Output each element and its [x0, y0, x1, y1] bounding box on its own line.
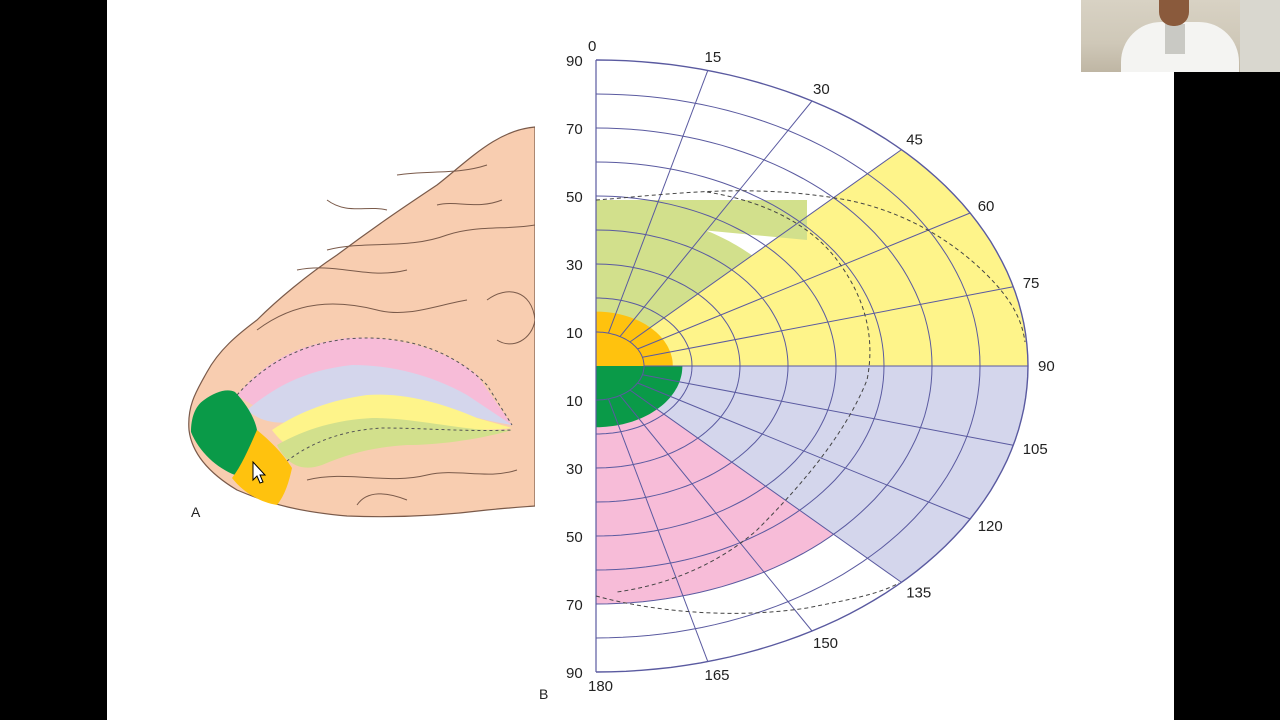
upper-peripheral-green-region: [596, 209, 753, 338]
lower-ecc-label-10: 10: [566, 393, 583, 410]
field-regions: [596, 149, 1028, 604]
lower-peripheral-lavender-region: [636, 366, 1028, 583]
meridian-label-60: 60: [978, 198, 995, 215]
upper-ecc-label-30: 30: [566, 257, 583, 274]
brain-illustration: [188, 120, 539, 518]
meridian-line-105: [642, 374, 1014, 446]
meridian-label-165: 165: [705, 667, 730, 684]
meridian-label-90: 90: [1038, 358, 1055, 375]
meridian-label-30: 30: [813, 81, 830, 98]
lower-ecc-label-90: 90: [566, 665, 583, 682]
meridian-line-135: [629, 389, 902, 583]
panel-b-label: B: [539, 686, 548, 702]
panel-a-label: A: [191, 504, 201, 520]
meridian-label-180: 180: [588, 678, 613, 695]
slide: A 0 15 30 45 60 75 90 105 120 135 150 165 180 90 70 50…: [107, 0, 1174, 720]
presenter-collar: [1165, 24, 1185, 54]
meridian-label-75: 75: [1023, 275, 1040, 292]
meridian-label-15: 15: [705, 49, 722, 66]
lower-peripheral-pink-region: [596, 394, 834, 604]
meridian-label-0: 0: [588, 38, 596, 55]
perimetry-chart: 0 15 30 45 60 75 90 105 120 135 150 165 180 90 70 50 30…: [566, 38, 1055, 695]
meridian-line-165: [607, 398, 709, 662]
eccentricity-labels: 90 70 50 30 10 10 30 50 70 90: [566, 53, 583, 682]
upper-green-cap: [596, 200, 807, 240]
presenter-head: [1159, 0, 1189, 26]
webcam-background: [1240, 0, 1280, 72]
upper-peripheral-yellow-region: [636, 149, 1028, 366]
meridian-line-75: [642, 286, 1014, 358]
meridian-label-105: 105: [1023, 441, 1048, 458]
occipital-pole-green: [191, 390, 257, 475]
midline-boundary-dashed: [616, 191, 871, 593]
lower-ecc-label-30: 30: [566, 461, 583, 478]
webcam-feed: [1081, 0, 1280, 72]
visual-field-diagram: A 0 15 30 45 60 75 90 105 120 135 150 165 180 90 70 50…: [188, 38, 1055, 702]
upper-ecc-label-70: 70: [566, 121, 583, 138]
meridian-line-60: [637, 212, 971, 350]
meridian-line-30: [619, 100, 813, 337]
meridian-line-15: [607, 70, 709, 334]
meridian-label-150: 150: [813, 635, 838, 652]
upper-boundary-dashed: [595, 190, 1026, 343]
meridian-line-120: [637, 382, 971, 520]
lower-boundary-dashed: [595, 582, 900, 614]
meridian-line-150: [619, 395, 813, 632]
lower-ecc-label-50: 50: [566, 529, 583, 546]
lingual-green-band: [277, 418, 512, 468]
upper-ecc-label-50: 50: [566, 189, 583, 206]
dashed-boundaries: [595, 190, 1026, 614]
mouse-cursor-icon: [252, 460, 267, 484]
polar-grid: [595, 59, 1029, 673]
meridian-label-120: 120: [978, 518, 1003, 535]
occipital-pole-orange: [232, 430, 292, 505]
upper-ecc-label-10: 10: [566, 325, 583, 342]
meridian-label-135: 135: [906, 584, 931, 601]
meridian-label-45: 45: [906, 132, 923, 149]
lower-ecc-label-70: 70: [566, 597, 583, 614]
upper-ecc-label-90: 90: [566, 53, 583, 70]
meridian-line-45: [629, 149, 902, 343]
meridian-labels: 0 15 30 45 60 75 90 105 120 135 150 165 180: [588, 38, 1055, 695]
